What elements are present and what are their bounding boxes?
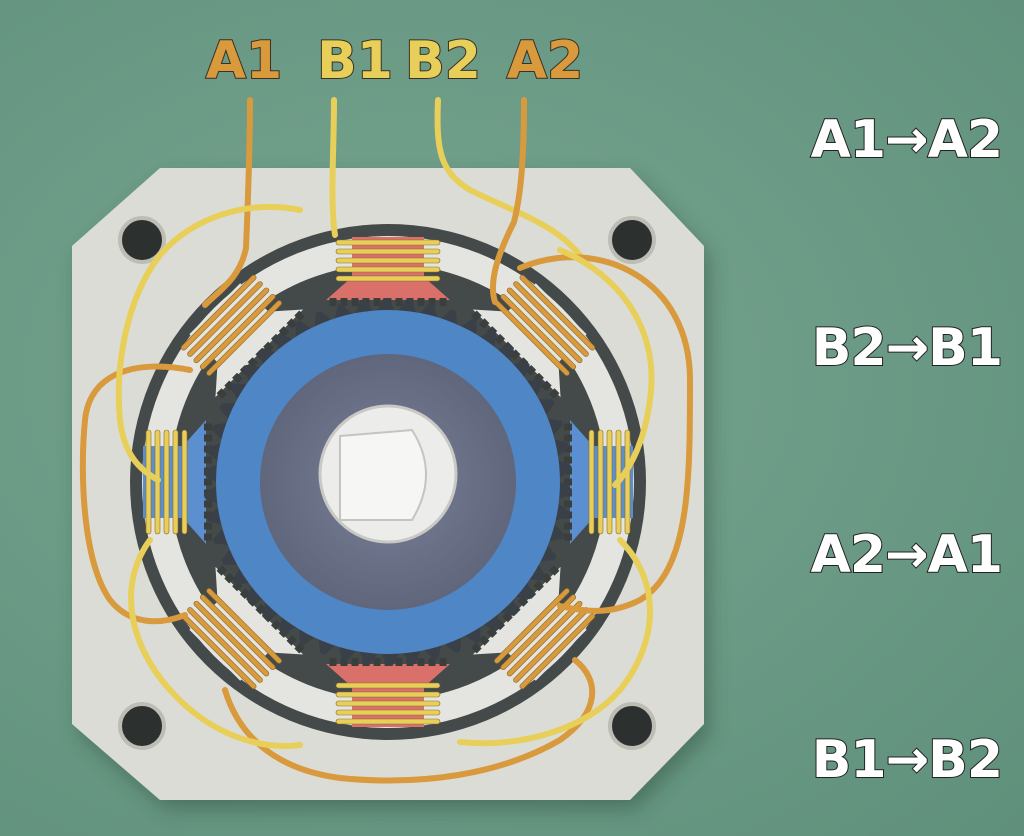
mounting-hole bbox=[118, 702, 166, 750]
mounting-holes bbox=[118, 216, 656, 750]
terminal-label-a2: A2 bbox=[507, 31, 583, 91]
mounting-hole bbox=[118, 216, 166, 264]
wire-a-loop bbox=[517, 254, 693, 614]
sequence-step-4: B1→B2 bbox=[811, 729, 1004, 791]
wire-a1 bbox=[202, 97, 253, 308]
lead-wires bbox=[79, 97, 693, 784]
terminal-label-a1: A1 bbox=[206, 31, 282, 91]
terminal-labels: A1 B1 B2 A2 bbox=[205, 30, 584, 92]
wire-b-loop bbox=[457, 537, 653, 747]
coil-winding bbox=[494, 588, 596, 690]
sequence-step-1: A1→A2 bbox=[810, 109, 1004, 171]
mounting-hole bbox=[608, 216, 656, 264]
wire-b2 bbox=[434, 97, 588, 265]
wire-b-loop bbox=[115, 204, 303, 483]
shaft-flat bbox=[339, 428, 427, 521]
wire-b-loop bbox=[128, 537, 303, 749]
terminal-label-b1: B1 bbox=[317, 31, 393, 91]
wire-a-loop bbox=[79, 363, 193, 625]
shaft bbox=[318, 404, 458, 544]
wire-a-loop bbox=[222, 657, 596, 784]
wire-a2 bbox=[489, 97, 527, 305]
coil-winding bbox=[335, 682, 441, 725]
coil-windings bbox=[145, 239, 631, 725]
wire-b-loop bbox=[557, 247, 655, 488]
terminal-label-b2: B2 bbox=[405, 31, 481, 91]
coil-winding bbox=[494, 274, 596, 376]
mounting-hole bbox=[608, 702, 656, 750]
coil-winding bbox=[335, 239, 441, 282]
coil-winding bbox=[180, 274, 282, 376]
sequence-step-2: B2→B1 bbox=[811, 317, 1004, 379]
wire-b1 bbox=[329, 97, 338, 238]
sequence-step-3: A2→A1 bbox=[810, 524, 1004, 586]
coil-winding bbox=[180, 588, 282, 690]
